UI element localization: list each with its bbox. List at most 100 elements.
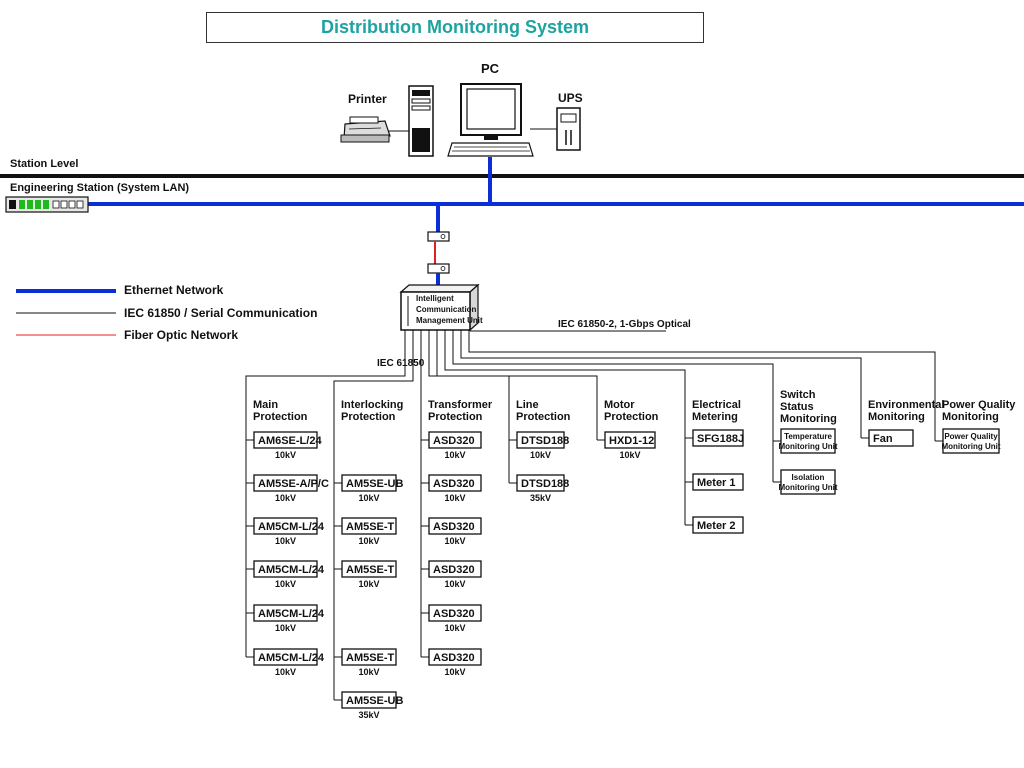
device-box[interactable] [341,517,397,535]
device-box[interactable] [868,429,914,447]
group-heading-line: Protection [428,411,483,423]
device-box[interactable] [692,429,744,447]
optical-link-label: IEC 61850-2, 1-Gbps Optical [558,319,691,330]
network-switch-icon [5,196,89,213]
device-box[interactable] [428,474,482,492]
device-box[interactable] [253,604,318,622]
device-box[interactable] [428,517,482,535]
device-voltage: 10kV [275,579,296,589]
device-box[interactable] [692,516,744,534]
device-box[interactable] [428,431,482,449]
device-label-line: Monitoring Unit [941,442,1000,451]
device-box[interactable] [341,474,397,492]
device-box[interactable] [341,560,397,578]
device-voltage: 10kV [444,536,465,546]
device-box[interactable] [428,604,482,622]
group-main-protection: MainProtectionAM6SE-L/2410kVAM5SE-A/P/C1… [245,382,329,677]
device-voltage: 10kV [444,493,465,503]
fiber-transceiver-top [427,231,450,242]
group-transformer-protection: TransformerProtectionASD32010kVASD32010k… [420,382,493,677]
device-asd320[interactable]: ASD320 10kV [428,517,482,546]
device-box[interactable] [253,517,318,535]
group-heading-line: Interlocking [341,399,403,411]
group-heading-line: Monitoring [942,411,999,423]
device-voltage: 10kV [275,536,296,546]
device-voltage: 10kV [444,579,465,589]
device-meter-1[interactable]: Meter 1 [692,473,744,491]
device-voltage: 10kV [358,536,379,546]
device-label-line: Temperature [784,432,832,441]
station-level-label: Station Level [10,158,78,170]
device-label: ASD320 [433,435,475,447]
device-box[interactable] [516,431,565,449]
group-heading-line: Monitoring [868,411,925,423]
legend-fiber-label: Fiber Optic Network [124,328,238,342]
device-label: ASD320 [433,521,475,533]
device-voltage: 10kV [530,450,551,460]
device-box[interactable] [253,560,318,578]
group-heading-line: Metering [692,411,738,423]
legend: Ethernet Network IEC 61850 / Serial Comm… [16,283,317,342]
device-voltage: 10kV [444,623,465,633]
device-box[interactable] [692,473,744,491]
device-asd320[interactable]: ASD320 10kV [428,474,482,503]
fanout-wire-5 [436,330,598,382]
group-heading-line: Environmental [868,399,944,411]
device-label: ASD320 [433,478,475,490]
device-box[interactable] [253,474,318,492]
title-box: Distribution Monitoring System [206,12,704,43]
device-box[interactable] [428,648,482,666]
group-heading-line: Electrical [692,399,741,411]
device-voltage: 10kV [444,667,465,677]
device-box[interactable] [253,648,318,666]
device-label: AM6SE-L/24 [258,435,322,447]
device-sfg188j[interactable]: SFG188J [692,429,744,447]
device-am5cm-l-24[interactable]: AM5CM-L/24 10kV [253,560,325,589]
device-fan[interactable]: Fan [868,429,914,447]
device-label: AM5CM-L/24 [258,564,325,576]
device-box[interactable] [604,431,656,449]
device-box[interactable] [341,691,397,709]
device-label: Fan [873,433,893,445]
device-box[interactable] [942,428,1000,454]
group-heading-line: Protection [516,411,571,423]
device-box[interactable] [516,474,565,492]
device-box[interactable] [253,431,318,449]
device-am6se-l-24[interactable]: AM6SE-L/24 10kV [253,431,322,460]
device-box[interactable] [341,648,397,666]
ups-icon [556,107,581,151]
device-voltage: 10kV [275,450,296,460]
page-title: Distribution Monitoring System [321,17,589,37]
fanout-wire-6 [444,330,686,376]
group-heading-line: Protection [604,411,659,423]
device-voltage: 10kV [358,579,379,589]
device-box[interactable] [428,560,482,578]
device-box[interactable] [780,469,836,495]
pc-monitor-icon [460,83,522,140]
device-meter-2[interactable]: Meter 2 [692,516,744,534]
group-interlocking-protection: InterlockingProtectionAM5SE-UB10kVAM5SE-… [333,387,404,720]
device-box[interactable] [780,428,836,454]
